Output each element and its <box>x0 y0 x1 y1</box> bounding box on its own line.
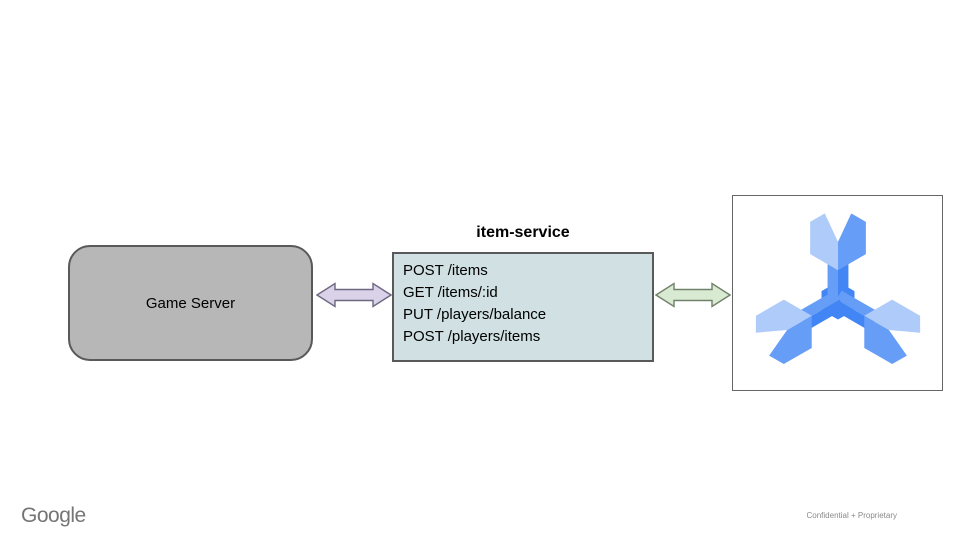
endpoint-line: GET /items/:id <box>403 284 498 301</box>
service-title: item-service <box>476 224 570 241</box>
arrow-game-server-to-service <box>315 282 393 313</box>
endpoint-line: POST /players/items <box>403 328 541 345</box>
confidential-note: Confidential + Proprietary <box>806 511 898 520</box>
game-server-node: Game Server <box>68 245 313 361</box>
database-image-frame <box>732 195 943 391</box>
double-arrow-icon <box>315 282 393 308</box>
item-service-node: POST /items GET /items/:id PUT /players/… <box>392 252 654 362</box>
game-server-label: Game Server <box>145 294 236 312</box>
endpoint-line: PUT /players/balance <box>403 306 547 323</box>
double-arrow-icon <box>654 282 732 308</box>
google-logo: Google <box>21 504 86 527</box>
endpoint-line: POST /items <box>403 262 488 279</box>
cloud-spanner-icon <box>755 213 920 365</box>
arrow-service-to-database <box>654 282 732 313</box>
